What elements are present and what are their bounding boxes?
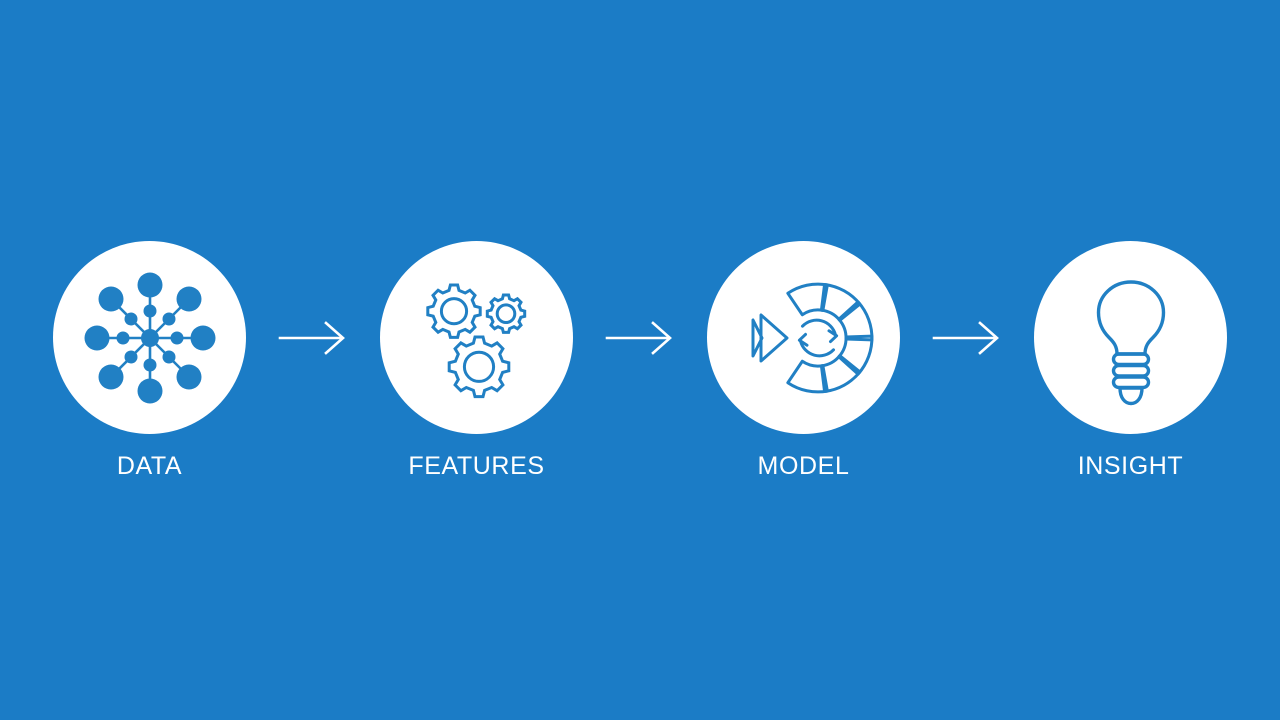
arrow-right-icon [605, 320, 672, 355]
flow-connector-model-to-insight [901, 320, 1033, 356]
flow-step-data[interactable]: DATA [52, 241, 247, 479]
arrow-right-icon [932, 320, 999, 355]
model-segments-cycle-icon [751, 282, 873, 393]
network-nodes-icon [84, 272, 215, 403]
icon-disc-insight[interactable] [1034, 241, 1227, 434]
flow-connector-data-to-features [247, 320, 379, 356]
icon-disc-features[interactable] [380, 241, 573, 434]
flow-connector-features-to-model [574, 320, 706, 356]
arrow-right-icon [278, 320, 345, 355]
lightbulb-icon [1096, 279, 1165, 405]
flow-step-features[interactable]: FEATURES [379, 241, 574, 479]
gears-icon [425, 283, 526, 398]
flow-step-label-features: FEATURES [408, 452, 545, 480]
icon-disc-model[interactable] [707, 241, 900, 434]
flow-step-label-model: MODEL [757, 452, 850, 480]
flow-step-model[interactable]: MODEL [706, 241, 901, 479]
flow-step-label-insight: INSIGHT [1077, 452, 1184, 480]
flow-step-insight[interactable]: INSIGHT [1033, 241, 1228, 479]
icon-disc-data[interactable] [53, 241, 246, 434]
flow-step-label-data: DATA [116, 452, 183, 480]
